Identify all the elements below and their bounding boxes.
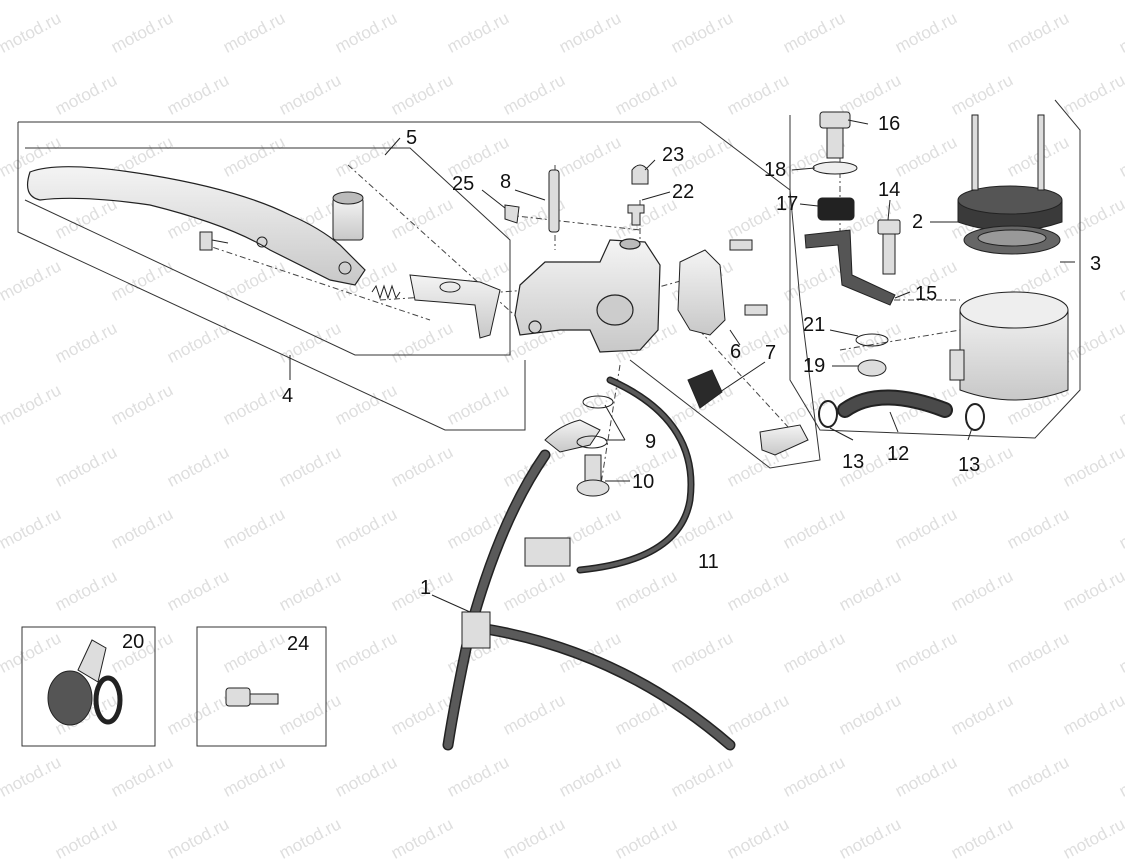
callout-25: 25 (452, 173, 475, 195)
clamp-bolts (729, 239, 768, 316)
handlebar-clamp (677, 249, 726, 336)
master-cylinder (514, 238, 661, 353)
callout-22: 22 (672, 181, 695, 203)
pivot-screw (199, 231, 229, 251)
bolt-16 (819, 111, 851, 159)
frame-inset-24 (196, 626, 327, 747)
callout-17: 17 (776, 193, 799, 215)
callout-4: 4 (282, 385, 294, 407)
lever-adjuster (409, 274, 501, 339)
callout-13-right: 13 (958, 454, 981, 476)
reservoir-cap-2 (957, 185, 1063, 232)
callout-11: 11 (698, 551, 719, 573)
callout-19: 19 (803, 355, 826, 377)
hose-t-fitting (461, 611, 491, 649)
dust-cap-23 (631, 164, 649, 185)
callout-1: 1 (420, 577, 432, 599)
bushing (332, 191, 364, 241)
reservoir-screws (971, 114, 1045, 191)
screw-24 (225, 687, 279, 707)
callout-6: 6 (730, 341, 742, 363)
leader-lines (289, 119, 1075, 613)
banjo-bolt-10 (576, 454, 610, 497)
cap-seal-20 (47, 639, 123, 726)
group-frames (17, 99, 1081, 747)
pin-8 (548, 169, 560, 233)
grommet-17 (817, 197, 855, 221)
frame-reservoir (789, 99, 1081, 439)
callout-18: 18 (764, 159, 787, 181)
callout-12: 12 (887, 443, 910, 465)
callout-2: 2 (912, 211, 924, 233)
frame-lever-sub (24, 147, 511, 356)
frame-inset-20 (21, 626, 156, 747)
callout-16: 16 (878, 113, 901, 135)
boot-7 (687, 369, 723, 409)
callout-3: 3 (1090, 253, 1102, 275)
callout-13-left: 13 (842, 451, 865, 473)
brake-lever (27, 166, 366, 286)
return-spring (371, 284, 401, 300)
reservoir-diaphragm-3 (963, 225, 1061, 255)
callout-21: 21 (803, 314, 826, 336)
callout-5: 5 (406, 127, 418, 149)
diagram-drawing (17, 99, 1081, 751)
clip-25 (504, 204, 520, 224)
bleed-valve-22 (627, 204, 645, 226)
callout-20: 20 (122, 631, 145, 653)
callout-24: 24 (287, 633, 310, 655)
callout-7: 7 (765, 342, 777, 364)
callout-23: 23 (662, 144, 685, 166)
fitting-19 (857, 359, 887, 377)
switch-connector (524, 537, 571, 567)
reservoir-body (949, 291, 1069, 401)
banjo-fitting (544, 395, 614, 453)
callout-10: 10 (632, 471, 655, 493)
hose-clamps-13 (818, 400, 985, 431)
callout-9: 9 (645, 431, 657, 453)
callout-15: 15 (915, 283, 938, 305)
washer-21 (855, 333, 889, 347)
screw-14 (877, 219, 901, 275)
callout-14: 14 (878, 179, 901, 201)
elbow-fitting (759, 424, 809, 456)
callout-8: 8 (500, 171, 512, 193)
frame-top-edge (18, 121, 821, 469)
frame-lever-assembly (17, 122, 526, 431)
bracket-15 (804, 229, 896, 306)
washer-18 (812, 161, 858, 175)
